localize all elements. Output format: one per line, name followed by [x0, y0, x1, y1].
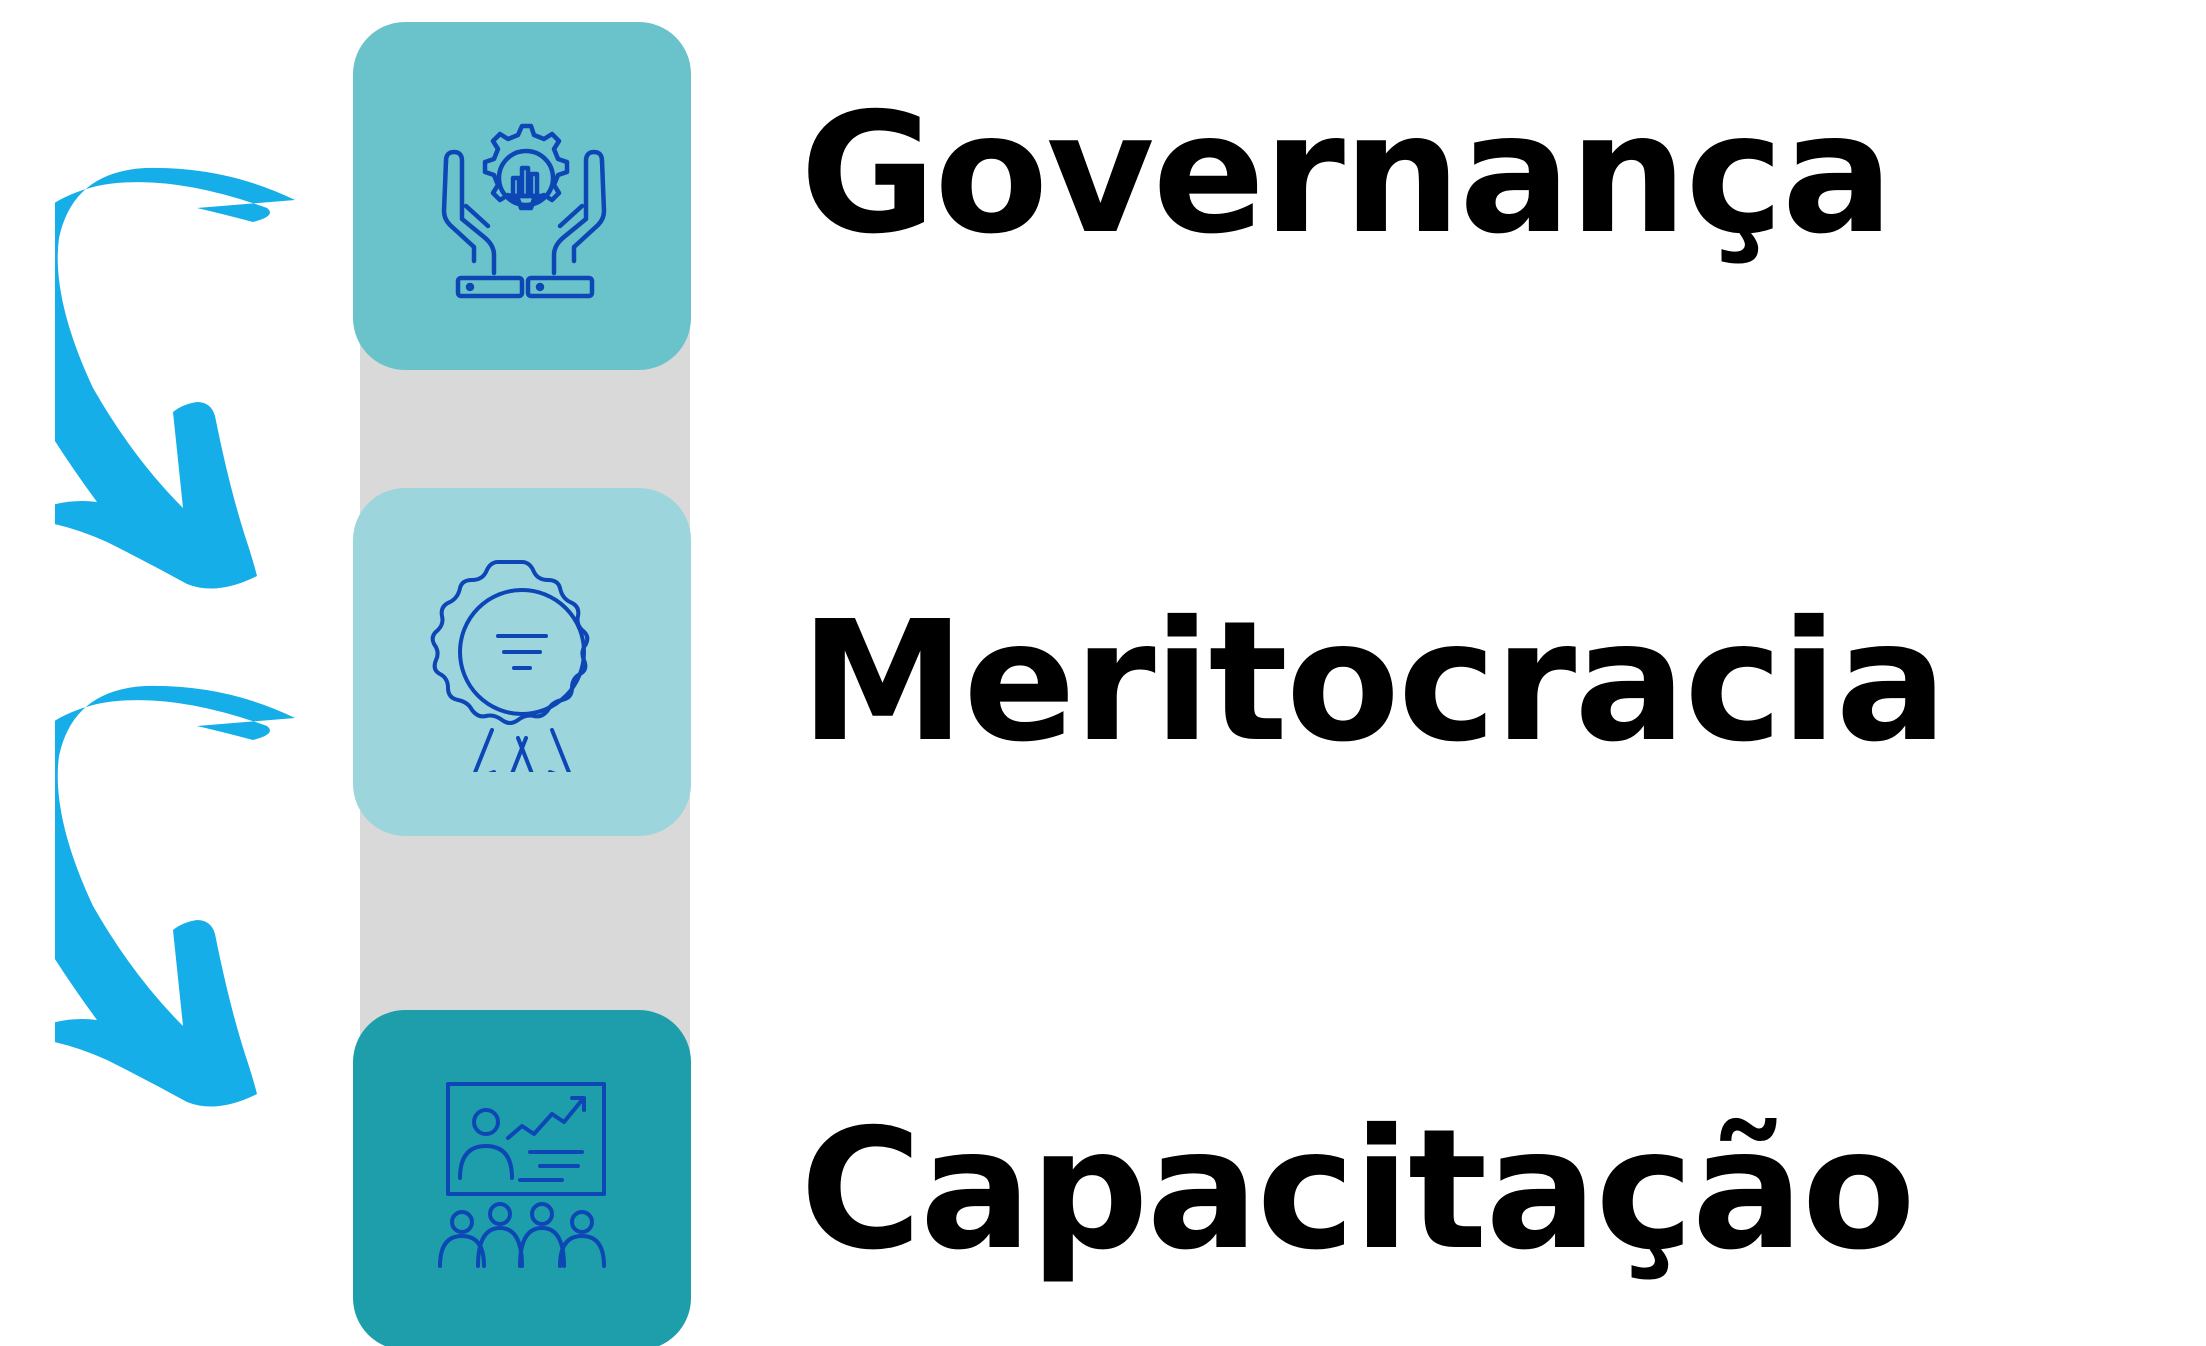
step-label-capacitacao: Capacitação [800, 1094, 1916, 1287]
step-label-meritocracia: Meritocracia [800, 586, 1948, 779]
step-tile-governanca [353, 22, 691, 370]
step-tile-meritocracia [353, 488, 691, 836]
award-ribbon-icon [430, 560, 590, 772]
step-label-governanca: Governança [800, 78, 1894, 271]
curved-arrow-icon [55, 685, 295, 1107]
step-tile-capacitacao [353, 1010, 691, 1346]
curved-arrow-icon [55, 167, 295, 589]
training-presentation-icon [438, 1082, 606, 1268]
governance-gear-hands-icon [441, 123, 607, 299]
